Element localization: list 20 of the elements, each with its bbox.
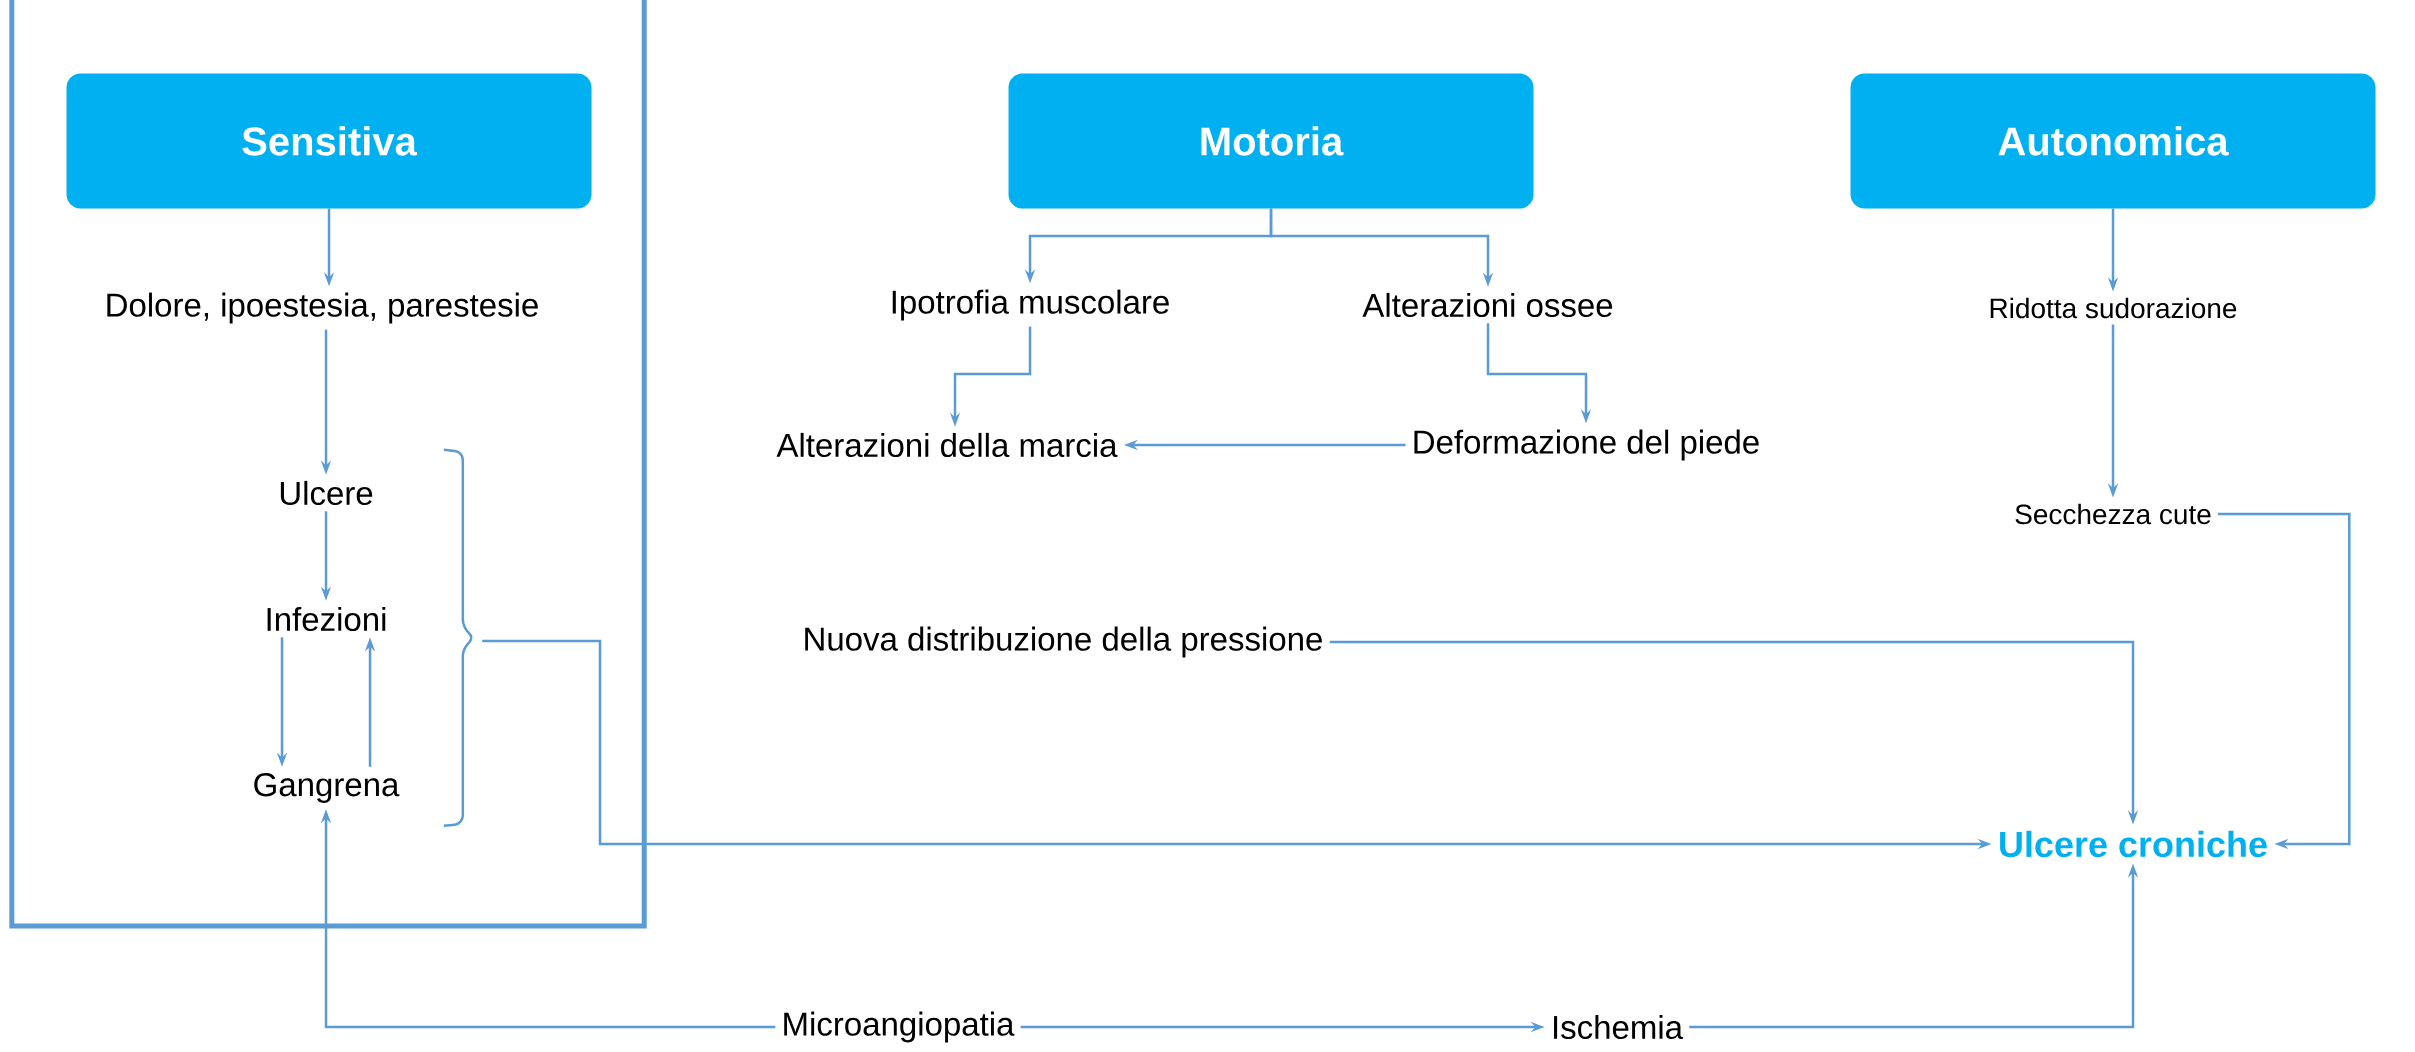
category-box: Autonomica bbox=[1850, 73, 2376, 209]
label-text: Secchezza cute bbox=[2015, 503, 2211, 525]
outcome-text: Ulcere croniche bbox=[2000, 830, 2267, 858]
label-text: Nuova distribuzione della pressione bbox=[805, 626, 1322, 658]
category-box: Sensitiva bbox=[66, 73, 592, 209]
label-text: Ulcere bbox=[280, 480, 373, 506]
label-text: Deformazione del piede bbox=[1414, 429, 1759, 461]
label-text: Alterazioni ossee bbox=[1362, 292, 1613, 318]
label-text: Ischemia bbox=[1554, 1014, 1683, 1040]
label-text: Alterazioni della marcia bbox=[776, 432, 1118, 458]
group-frame bbox=[9, 0, 647, 929]
label-text: Infezioni bbox=[267, 606, 386, 632]
arrow bbox=[2218, 512, 2351, 850]
category-box: Motoria bbox=[1008, 73, 1534, 209]
label-text: Dolore, ipoestesia, parestesie bbox=[107, 292, 538, 324]
label-text: Ridotta sudorazione bbox=[1990, 297, 2237, 319]
brace bbox=[443, 448, 473, 828]
label-text: Gangrena bbox=[254, 773, 400, 803]
label-text: Microangiopatia bbox=[784, 1011, 1015, 1043]
label-text: Ipotrofia muscolare bbox=[892, 289, 1169, 321]
